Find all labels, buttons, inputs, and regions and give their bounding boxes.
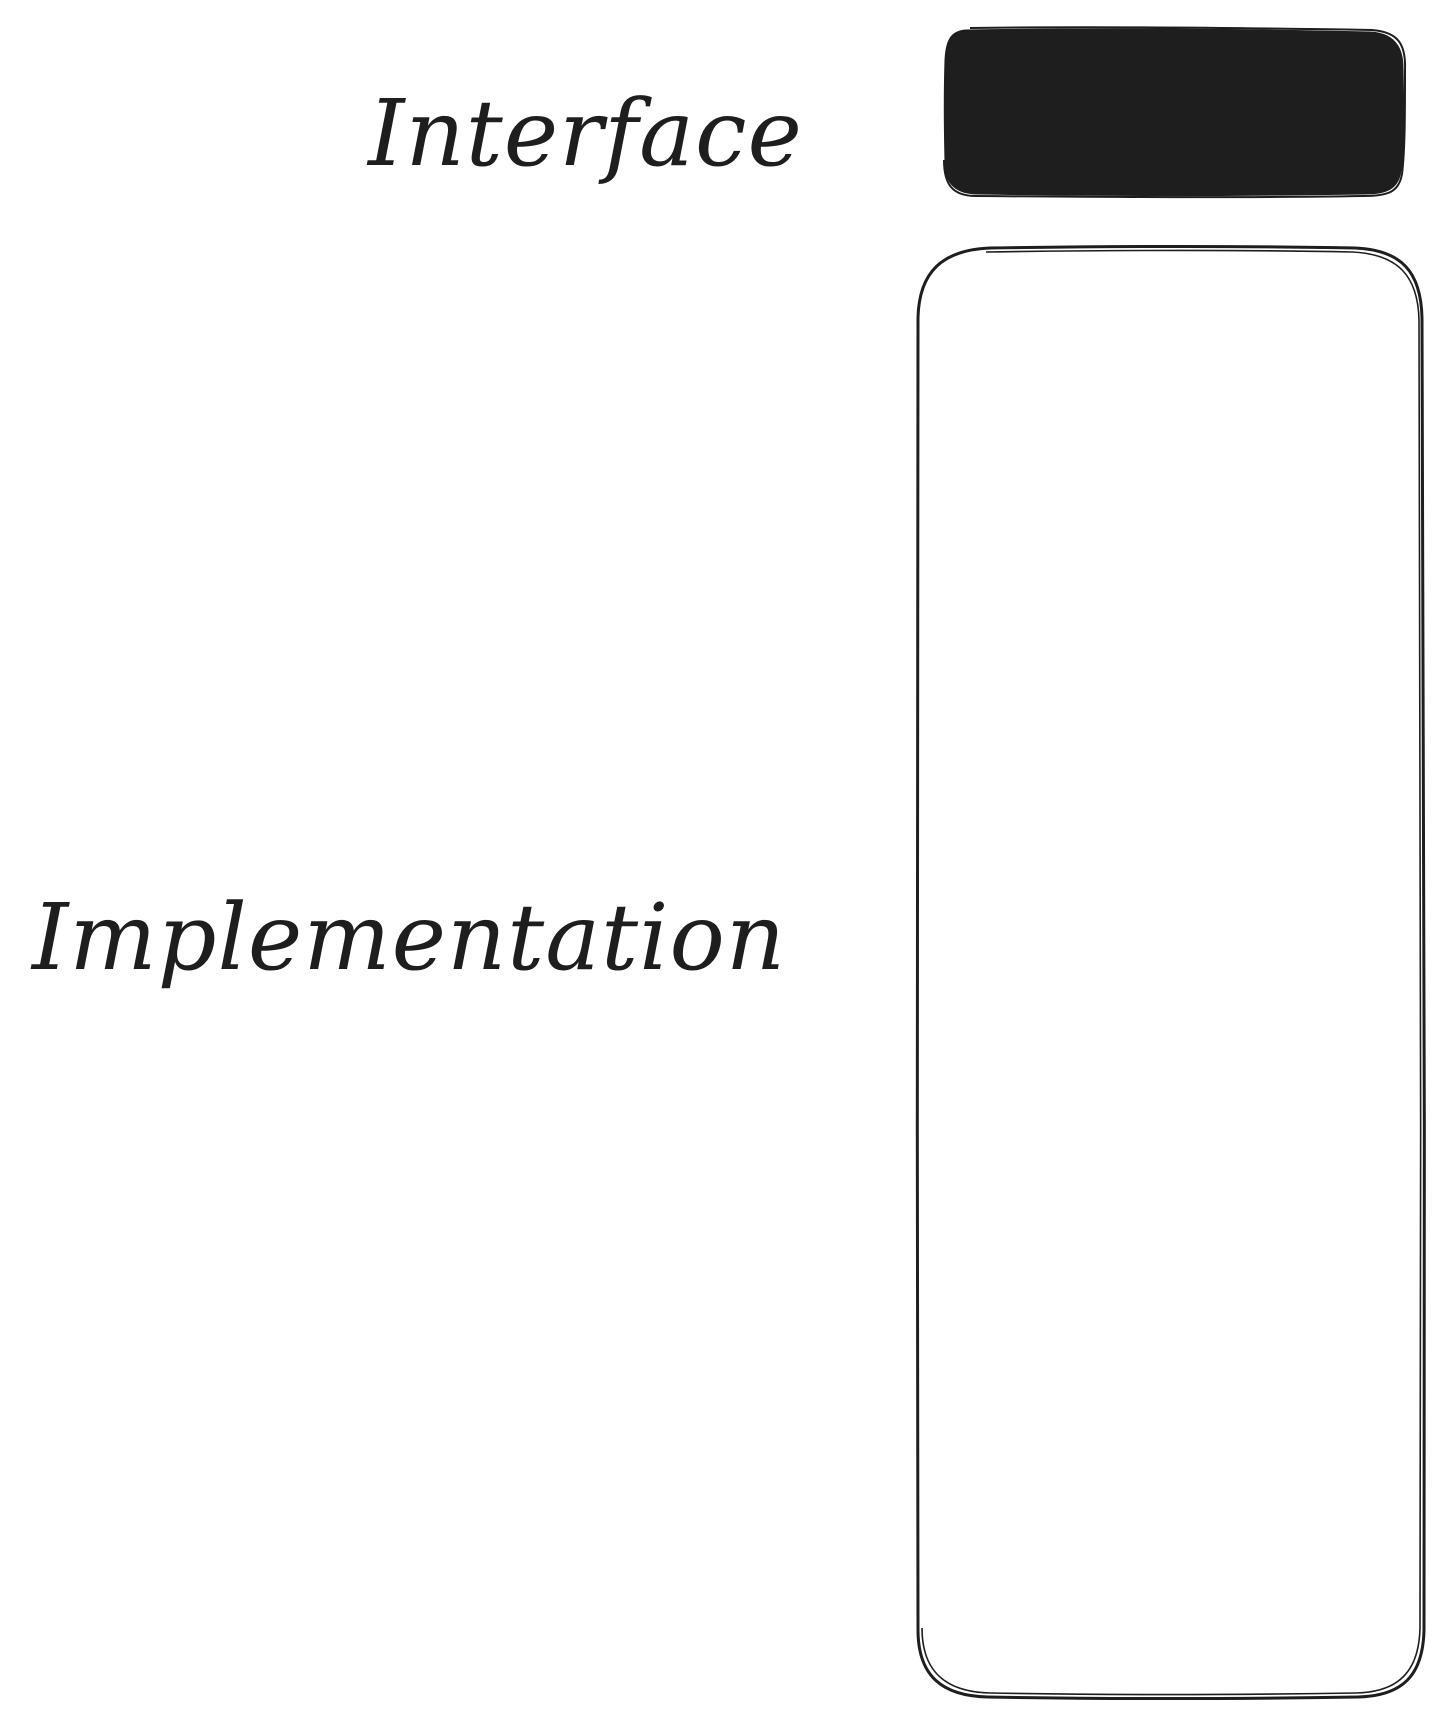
implementation-box	[915, 245, 1426, 1700]
interface-box	[943, 26, 1407, 199]
interface-label: Interface	[368, 80, 803, 187]
implementation-label: Implementation	[32, 884, 787, 991]
